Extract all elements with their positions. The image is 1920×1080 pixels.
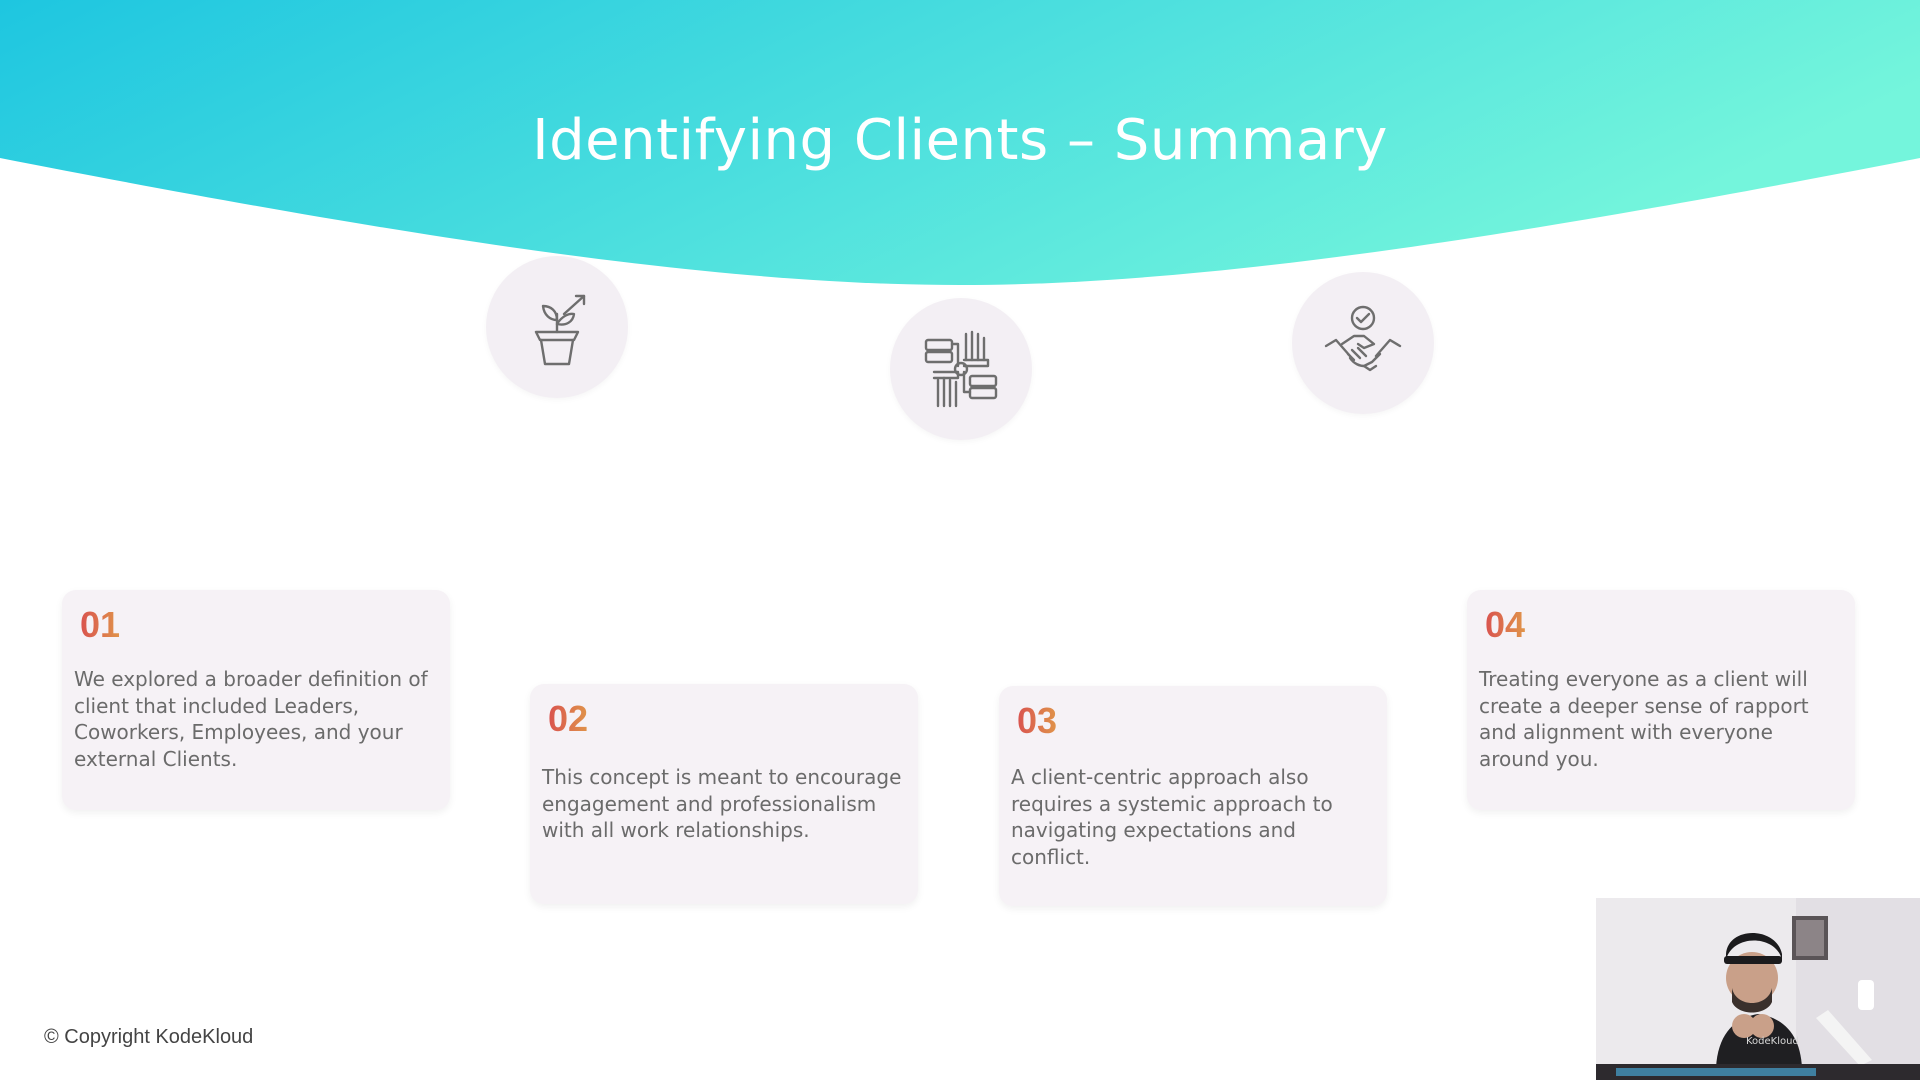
presenter-webcam-video[interactable]: KodeKloud	[1596, 898, 1920, 1080]
handshake-check-icon-circle	[1292, 272, 1434, 414]
presenter-video-frame: KodeKloud	[1596, 898, 1920, 1080]
teamwork-hands-icon	[924, 330, 998, 408]
summary-card-02: 02 This concept is meant to encourage en…	[530, 684, 918, 904]
copyright-footer: © Copyright KodeKloud	[44, 1026, 254, 1048]
summary-card-03: 03 A client-centric approach also requir…	[999, 686, 1387, 906]
card-number: 02	[548, 698, 589, 739]
teamwork-hands-icon-circle	[890, 298, 1032, 440]
presenter-shirt-logo: KodeKloud	[1746, 1036, 1799, 1047]
plant-growth-icon	[534, 294, 586, 366]
card-text: We explored a broader definition of clie…	[74, 667, 428, 771]
card-text: Treating everyone as a client will creat…	[1479, 667, 1809, 771]
card-number: 01	[80, 604, 121, 645]
card-number: 04	[1485, 604, 1526, 645]
card-text: A client-centric approach also requires …	[1011, 765, 1333, 869]
handshake-check-icon	[1324, 305, 1402, 372]
summary-card-04: 04 Treating everyone as a client will cr…	[1467, 590, 1855, 810]
header-wave-banner	[0, 0, 1920, 285]
summary-card-01: 01 We explored a broader definition of c…	[62, 590, 450, 810]
card-text: This concept is meant to encourage engag…	[542, 765, 902, 842]
plant-growth-icon-circle	[486, 256, 628, 398]
card-number: 03	[1017, 700, 1058, 741]
slide-title: Identifying Clients – Summary	[532, 108, 1388, 173]
